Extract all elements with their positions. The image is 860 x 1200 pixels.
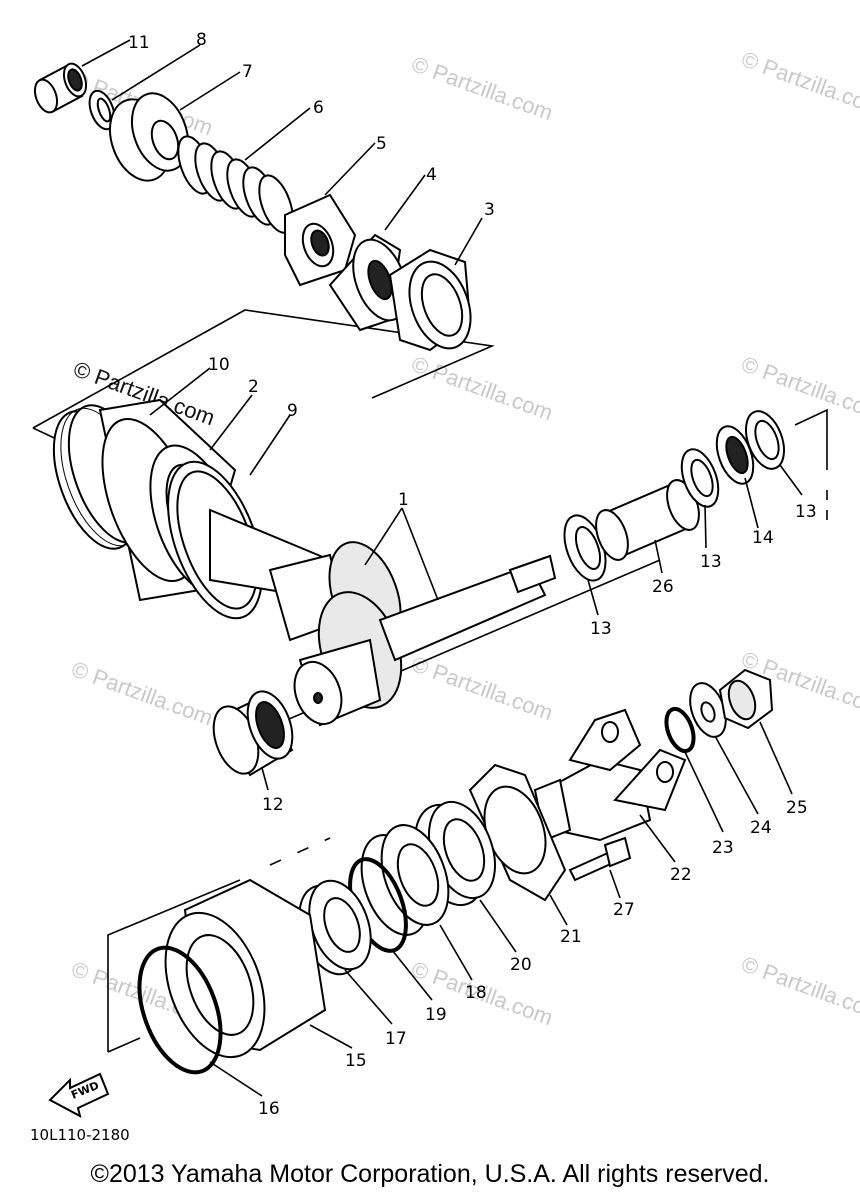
copyright-notice: ©2013 Yamaha Motor Corporation, U.S.A. A…: [90, 1160, 770, 1188]
watermark: © Partzilla.com: [738, 46, 860, 120]
callout-11: 11: [128, 33, 150, 53]
callout-20: 20: [510, 955, 532, 975]
callout-2: 2: [248, 377, 259, 397]
callout-3: 3: [484, 200, 495, 220]
part-15-housing: [164, 878, 327, 1059]
callout-16: 16: [258, 1099, 280, 1119]
fwd-arrow-icon: FWD: [48, 1072, 110, 1118]
callout-22: 22: [670, 865, 692, 885]
part-11-bearing: [33, 62, 88, 114]
callout-17: 17: [385, 1029, 407, 1049]
part-23-o-ring: [664, 706, 696, 754]
part-13-shim: [680, 448, 720, 508]
part-5-cam: [284, 193, 357, 287]
callout-13: 13: [590, 619, 612, 639]
callout-23: 23: [712, 838, 734, 858]
callout-27: 27: [613, 900, 635, 920]
part-8-circlip: [88, 89, 116, 131]
drawing-code: 10L110-2180: [30, 1126, 130, 1144]
part-7-retainer: [109, 92, 190, 182]
part-21-gasket: [468, 763, 567, 902]
watermark: © Partzilla.com: [738, 951, 860, 1025]
part-16-o-ring: [137, 945, 223, 1075]
callout-15: 15: [345, 1051, 367, 1071]
callout-12: 12: [262, 795, 284, 815]
watermark: © Partzilla.com: [408, 351, 556, 425]
callout-numbers: 11 8 7 6 5 4 3 10 2 9 1 12 13 26 13 14 1…: [128, 30, 817, 1119]
callout-6: 6: [313, 98, 324, 118]
part-13-shim: [745, 410, 785, 470]
part-22-yoke: [533, 708, 687, 842]
callout-7: 7: [242, 62, 253, 82]
part-24-washer: [689, 682, 727, 738]
part-4-cam-follower: [328, 233, 408, 332]
part-13-shim: [563, 514, 607, 582]
callout-13: 13: [700, 552, 722, 572]
watermark: © Partzilla.com: [408, 651, 556, 725]
callout-13: 13: [795, 502, 817, 522]
part-6-spring: [177, 135, 294, 234]
callout-26: 26: [652, 577, 674, 597]
part-1-pinion-gear: [209, 508, 557, 727]
watermark: © Partzilla.com: [408, 51, 556, 125]
callout-9: 9: [287, 401, 298, 421]
callout-8: 8: [196, 30, 207, 50]
callout-10: 10: [208, 355, 230, 375]
callout-18: 18: [465, 983, 487, 1003]
callout-19: 19: [425, 1005, 447, 1025]
leader-lines: [81, 39, 803, 1097]
watermark: © Partzilla.com: [68, 656, 216, 730]
part-25-nut: [718, 668, 774, 730]
part-26-collar: [595, 479, 700, 561]
callout-21: 21: [560, 927, 582, 947]
callout-25: 25: [786, 798, 808, 818]
callout-5: 5: [376, 134, 387, 154]
part-18-bearing: [360, 824, 450, 936]
callout-24: 24: [750, 818, 772, 838]
part-3-nut: [388, 248, 472, 352]
callout-4: 4: [426, 165, 437, 185]
callout-1: 1: [398, 490, 409, 510]
part-27-bolt: [568, 836, 632, 882]
callout-14: 14: [752, 528, 774, 548]
part-12-bearing: [212, 690, 294, 777]
